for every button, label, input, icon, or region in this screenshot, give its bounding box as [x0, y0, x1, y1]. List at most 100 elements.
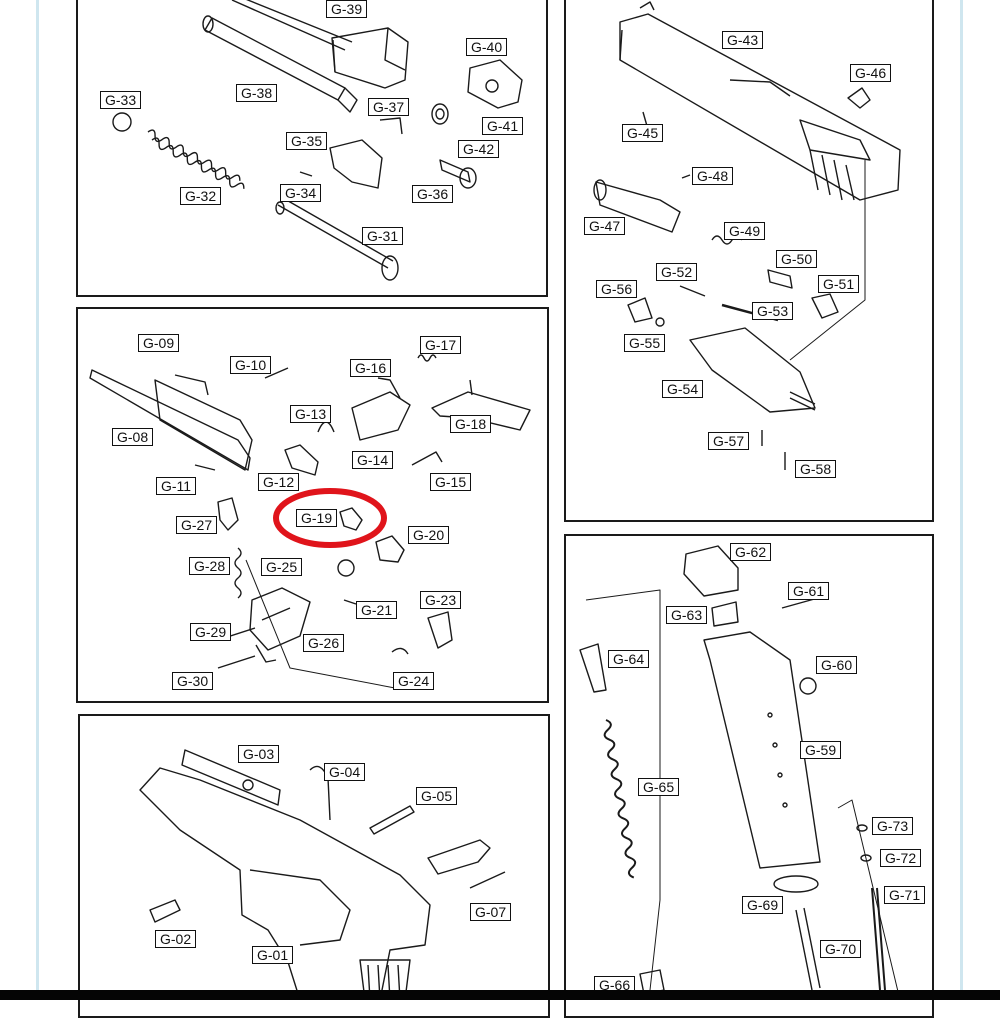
valve — [711, 601, 739, 627]
label-g62: G-62 — [730, 543, 772, 561]
label-g07: G-07 — [470, 903, 512, 921]
pin-g05 — [369, 805, 415, 835]
label-g27: G-27 — [176, 516, 218, 534]
magazine-body — [703, 631, 821, 869]
screw-g55 — [655, 317, 665, 327]
label-g54: G-54 — [662, 380, 704, 398]
valve-knob — [799, 677, 817, 695]
label-g36: G-36 — [412, 185, 454, 203]
label-g25: G-25 — [261, 558, 303, 576]
label-g64: G-64 — [608, 650, 650, 668]
label-g49: G-49 — [724, 222, 766, 240]
label-g55: G-55 — [624, 334, 666, 352]
label-g33: G-33 — [100, 91, 142, 109]
washer-2 — [860, 854, 872, 862]
label-g70: G-70 — [820, 940, 862, 958]
label-g20: G-20 — [408, 526, 450, 544]
label-g61: G-61 — [788, 582, 830, 600]
trigger-lever — [431, 379, 531, 431]
nozzle-cylinder — [439, 159, 477, 189]
label-g69: G-69 — [742, 896, 784, 914]
label-g19: G-19 — [296, 509, 338, 527]
label-g46: G-46 — [850, 64, 892, 82]
rod-g71 — [871, 887, 886, 991]
label-g15: G-15 — [430, 473, 472, 491]
label-g32: G-32 — [180, 187, 222, 205]
label-g48: G-48 — [692, 167, 734, 185]
label-g23: G-23 — [420, 591, 462, 609]
follower — [579, 643, 607, 693]
pin-small — [194, 464, 216, 471]
trigger-bar — [351, 377, 411, 441]
torsion-spring — [391, 647, 409, 655]
label-g51: G-51 — [818, 275, 860, 293]
label-g63: G-63 — [666, 606, 708, 624]
pin-21 — [343, 599, 357, 605]
pin — [264, 367, 289, 379]
screw-g45 — [642, 111, 648, 127]
label-g34: G-34 — [280, 184, 322, 202]
sear-assembly — [689, 327, 816, 413]
label-g59: G-59 — [800, 741, 842, 759]
piston — [767, 269, 793, 289]
magazine-spring — [603, 719, 637, 879]
pin-g48 — [681, 174, 691, 179]
hop-rubber — [431, 103, 449, 125]
slide-detail — [639, 1, 655, 11]
trigger-housing — [89, 369, 253, 471]
label-g56: G-56 — [596, 280, 638, 298]
label-g01: G-01 — [252, 946, 294, 964]
label-g21: G-21 — [356, 601, 398, 619]
barrel-lug — [329, 117, 403, 189]
label-g04: G-04 — [324, 763, 366, 781]
pin-g52 — [679, 285, 706, 297]
label-g24: G-24 — [393, 672, 435, 690]
highlight-circle — [273, 488, 387, 548]
recoil-spring — [147, 129, 245, 189]
small-spring — [417, 354, 437, 362]
leader-mag — [585, 589, 661, 991]
barrel-part — [202, 15, 358, 113]
label-g38: G-38 — [236, 84, 278, 102]
label-g31: G-31 — [362, 227, 404, 245]
label-g09: G-09 — [138, 334, 180, 352]
label-g13: G-13 — [290, 405, 332, 423]
label-g47: G-47 — [584, 217, 626, 235]
nozzle — [593, 179, 681, 233]
label-g03: G-03 — [238, 745, 280, 763]
takedown-lever — [427, 839, 491, 875]
pin-block — [427, 611, 453, 649]
trigger-safety — [217, 497, 239, 531]
guide-rod-long — [231, 0, 353, 51]
block-g02 — [149, 899, 181, 923]
label-g43: G-43 — [722, 31, 764, 49]
label-g39: G-39 — [326, 0, 368, 18]
part-g56 — [627, 297, 653, 323]
ring — [337, 559, 355, 577]
tube-g70 — [795, 907, 821, 991]
label-g45: G-45 — [622, 124, 664, 142]
slide — [619, 13, 901, 201]
label-g50: G-50 — [776, 250, 818, 268]
label-g41: G-41 — [482, 117, 524, 135]
panel-magazine — [564, 534, 934, 1018]
pin-g07 — [469, 871, 506, 889]
label-g53: G-53 — [752, 302, 794, 320]
label-g26: G-26 — [303, 634, 345, 652]
label-g16: G-16 — [350, 359, 392, 377]
label-g18: G-18 — [450, 415, 492, 433]
spring-clip — [317, 421, 335, 433]
label-g17: G-17 — [420, 336, 462, 354]
label-g42: G-42 — [458, 140, 500, 158]
label-g73: G-73 — [872, 817, 914, 835]
guide-rod — [275, 197, 399, 281]
sear-housing — [249, 587, 311, 663]
label-g40: G-40 — [466, 38, 508, 56]
leader-line — [245, 559, 396, 689]
label-g57: G-57 — [708, 432, 750, 450]
label-g14: G-14 — [352, 451, 394, 469]
label-g02: G-02 — [155, 930, 197, 948]
label-g10: G-10 — [230, 356, 272, 374]
label-g05: G-05 — [416, 787, 458, 805]
